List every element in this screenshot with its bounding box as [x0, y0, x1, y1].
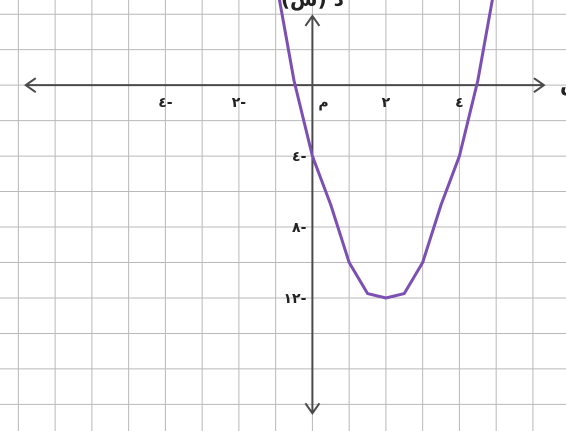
y-tick-label: ٤- [292, 149, 307, 165]
origin-label: م [318, 95, 328, 111]
x-tick-label: ٤- [158, 95, 173, 111]
y-tick-label: ١٢- [283, 291, 306, 307]
y-axis-top-arrow [304, 14, 321, 27]
x-tick-label: ٢- [232, 95, 247, 111]
y-axis-label: د (س) [281, 0, 344, 11]
x-axis-right-arrow [533, 77, 546, 93]
x-tick-label: ٢ [382, 95, 391, 111]
series-layer [277, 0, 494, 300]
y-axis-bottom-arrow [304, 402, 321, 416]
tick-layer: ٤- ٢- ٢ ٤ ٤- ٨- ١٢- [158, 95, 463, 307]
y-tick-label: ٨- [292, 220, 307, 236]
parabola-curve [277, 0, 494, 300]
axis-layer [23, 14, 546, 416]
x-tick-label: ٤ [455, 95, 464, 111]
x-axis-left-arrow [23, 77, 37, 93]
x-axis-label: س [560, 72, 566, 96]
